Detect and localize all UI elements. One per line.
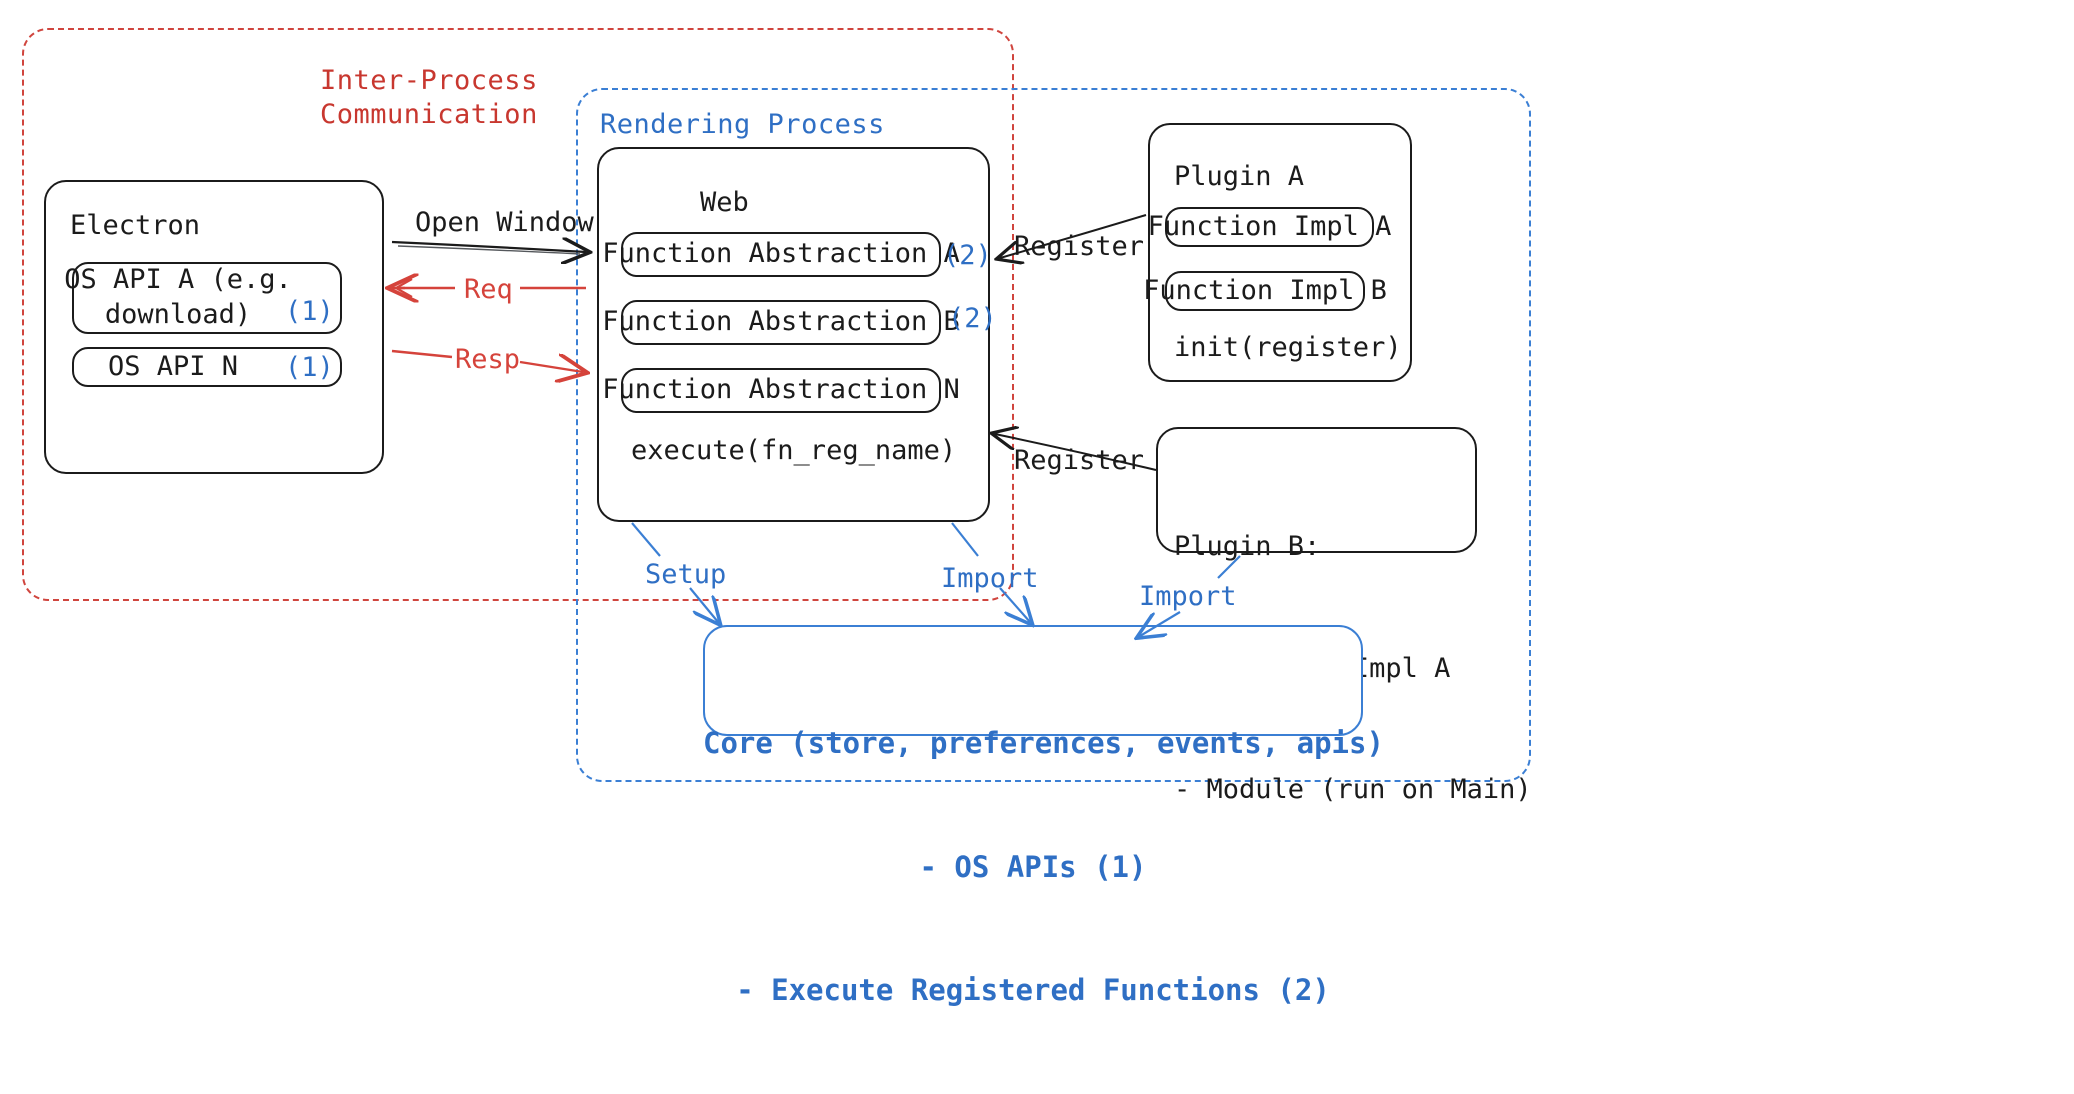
core-line-3: - Execute Registered Functions (2)	[736, 973, 1330, 1008]
function-abstraction-b-marker: (2)	[948, 303, 997, 334]
plugin-b-box	[1156, 427, 1477, 553]
function-abstraction-b-box	[621, 300, 941, 345]
diagram-canvas: Inter-Process Communication Rendering Pr…	[0, 28, 1532, 1066]
function-abstraction-n-box	[621, 368, 941, 413]
edge-label-register-plugin-b: Register	[1014, 445, 1145, 476]
os-api-a-marker: (1)	[285, 296, 334, 327]
core-box	[703, 625, 1363, 736]
arrow-import-web	[951, 522, 979, 557]
function-abstraction-a-box	[621, 232, 941, 277]
plugin-a-box	[1148, 123, 1412, 382]
group-label-inter-process-communication: Inter-Process Communication	[320, 65, 538, 130]
edge-label-req: Req	[464, 274, 513, 305]
plugin-a-function-impl-a-label: Function Impl A	[1147, 210, 1392, 242]
arrow-setup-tail	[689, 587, 718, 622]
edge-label-setup: Setup	[645, 559, 727, 590]
web-execute-label: execute(fn_reg_name)	[631, 435, 957, 466]
os-api-a-box	[72, 262, 342, 334]
arrow-register-plugin-a	[1000, 214, 1147, 258]
web-title: Web	[700, 187, 749, 218]
arrow-import-web-tail	[999, 587, 1030, 622]
edge-label-resp: Resp	[455, 344, 521, 375]
edge-label-import-web: Import	[941, 563, 1039, 594]
core-content: Core (store, preferences, events, apis) …	[703, 641, 1384, 1094]
core-line-1: Core (store, preferences, events, apis)	[703, 726, 1384, 761]
plugin-a-function-impl-b-box	[1165, 271, 1365, 311]
core-line-2: - OS APIs (1)	[919, 849, 1147, 884]
arrow-setup	[631, 522, 661, 557]
group-label-rendering-process: Rendering Process	[600, 109, 885, 140]
arrow-open-window-shadow	[397, 245, 581, 255]
group-rendering-process	[576, 88, 1531, 782]
arrow-open-window	[391, 242, 586, 252]
arrow-resp	[391, 349, 453, 359]
os-api-n-marker: (1)	[285, 352, 334, 383]
arrow-req-arrowhead	[393, 278, 413, 298]
edge-label-register-plugin-a: Register	[1014, 231, 1145, 262]
edge-label-open-window: Open Window	[415, 207, 594, 238]
connector-layer	[0, 214, 1241, 1066]
plugin-b-title: Plugin B:	[1174, 531, 1321, 562]
arrow-import-plugin-b	[1217, 555, 1241, 579]
plugin-a-function-impl-a-box	[1165, 207, 1374, 247]
edge-label-import-plugin-b: Import	[1139, 581, 1237, 612]
function-abstraction-n-label: Function Abstraction N	[602, 374, 960, 406]
os-api-n-label: OS API N	[107, 350, 239, 382]
plugin-a-title: Plugin A	[1174, 161, 1305, 192]
arrow-register-plugin-b	[995, 434, 1157, 471]
os-api-n-box	[72, 347, 342, 387]
function-abstraction-a-marker: (2)	[943, 240, 992, 271]
plugin-b-line-2: - Module (run on Main)	[1174, 774, 1532, 805]
plugin-a-init-label: init(register)	[1174, 332, 1402, 363]
group-inter-process-communication	[22, 28, 1014, 601]
electron-title: Electron	[70, 210, 201, 241]
arrow-import-plugin-b-tail	[1140, 611, 1181, 636]
arrow-resp-tail	[519, 362, 583, 372]
